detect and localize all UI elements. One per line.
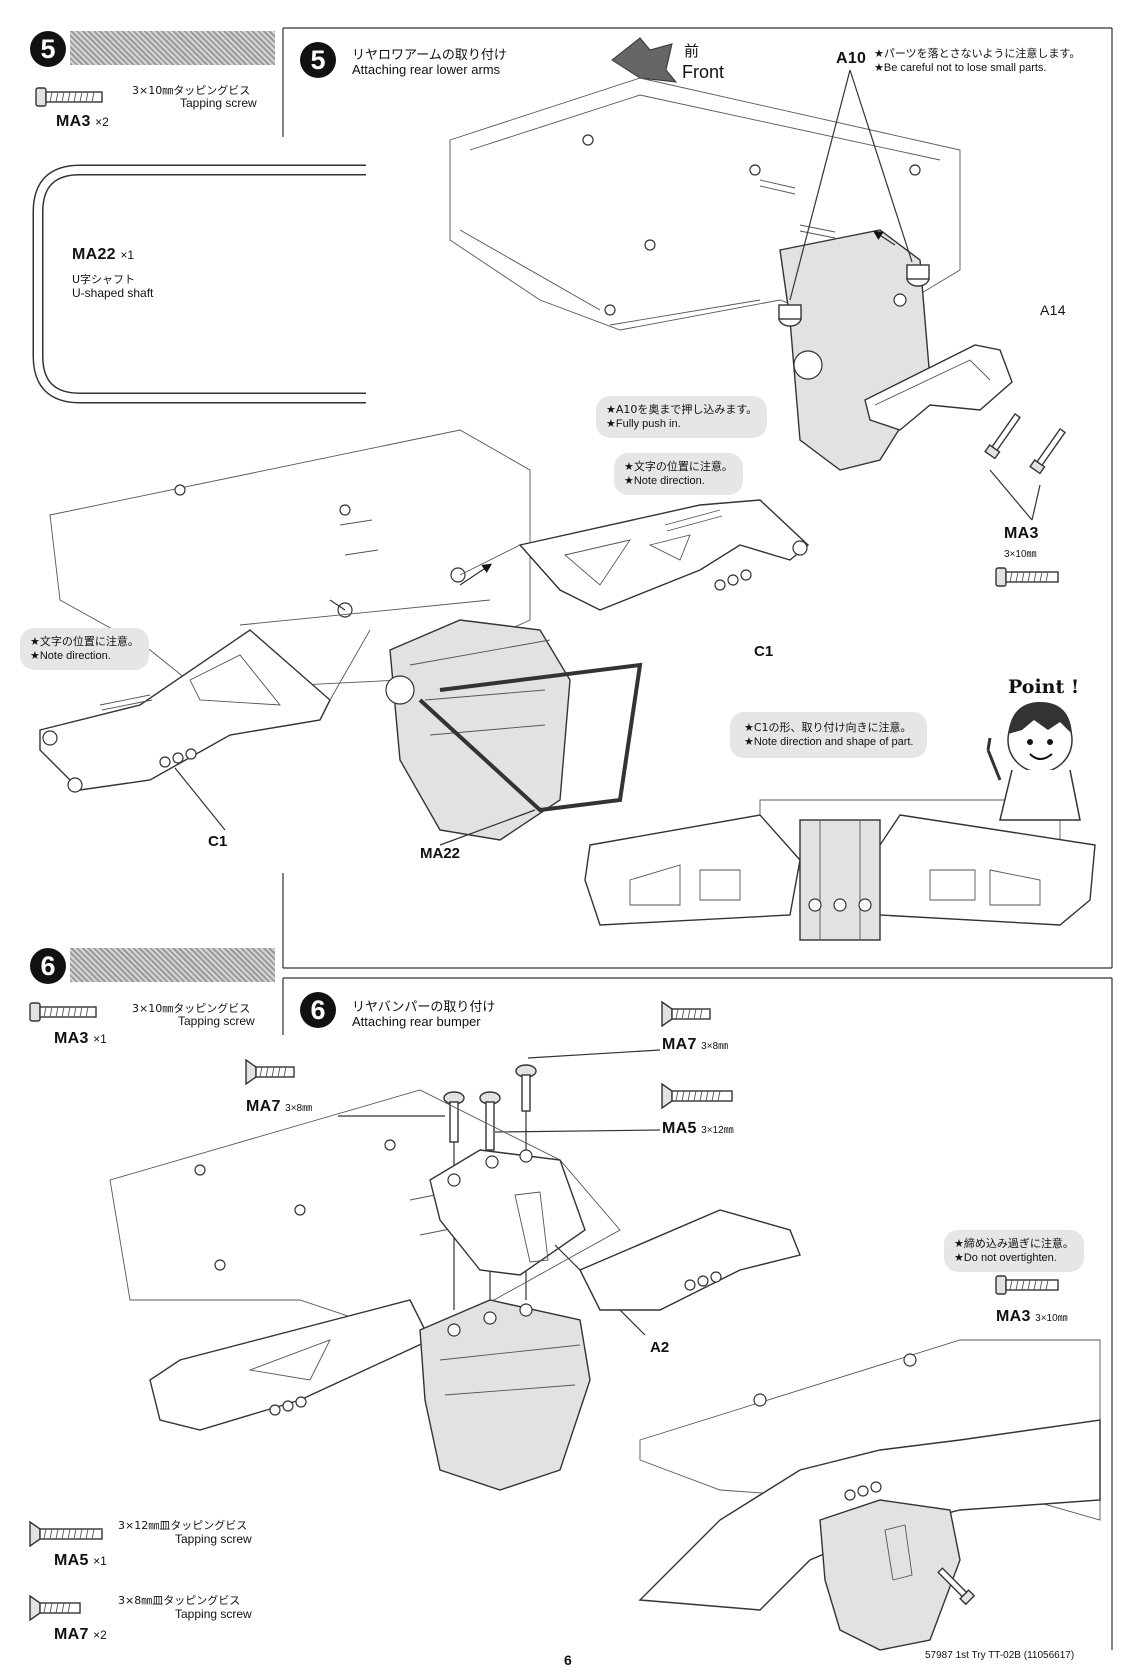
step-5-header-bar: [70, 31, 275, 65]
part-size: 3×10㎜: [1035, 1313, 1068, 1324]
step6-title-jp: リヤバンパーの取り付け: [352, 1000, 496, 1015]
point-label: Point !: [1008, 676, 1080, 698]
step6-ma3-en: Tapping screw: [178, 1014, 255, 1028]
step5-ma3-en: Tapping screw: [180, 96, 257, 110]
step6-ma5-code: MA5 ×1: [54, 1552, 107, 1570]
step5-ma22-code: MA22 ×1: [72, 246, 134, 264]
note-jp: ★締め込み過ぎに注意。: [954, 1237, 1074, 1250]
label-ma7-left: MA7 3×8㎜: [246, 1098, 312, 1116]
step6-ma5-en: Tapping screw: [175, 1532, 252, 1546]
label-ma7-right: MA7 3×8㎜: [662, 1036, 728, 1054]
a10-note-en: ★Be careful not to lose small parts.: [874, 62, 1047, 74]
a10-note-jp: ★パーツを落とさないように注意します。: [874, 47, 1081, 60]
step6-ma5-jp: 3×12㎜皿タッピングビス: [118, 1519, 248, 1532]
part-code: MA7: [54, 1626, 89, 1643]
part-code: MA3: [56, 113, 91, 130]
label-ma3-step6: MA3 3×10㎜: [996, 1308, 1068, 1326]
step6-ma7-jp: 3×8㎜皿タッピングビス: [118, 1594, 241, 1607]
ma3-screw-icon: [29, 1002, 97, 1022]
part-qty: ×1: [93, 1032, 107, 1046]
step-5-title-badge: 5: [300, 42, 336, 78]
note-jp: ★文字の位置に注意。: [30, 635, 139, 648]
note-jp: ★C1の形、取り付け向きに注意。: [744, 721, 912, 734]
label-ma3-size-step5: 3×10㎜: [1004, 549, 1037, 560]
label-ma3-step5: MA3: [1004, 525, 1039, 542]
note-en: ★Note direction and shape of part.: [744, 736, 914, 748]
note-en: ★Fully push in.: [606, 418, 681, 430]
note-jp: ★文字の位置に注意。: [624, 460, 733, 473]
part-code: MA7: [246, 1098, 281, 1115]
label-c1-left: C1: [208, 833, 228, 850]
step5-ma3-jp: 3×10㎜タッピングビス: [132, 84, 251, 97]
ma5-screw-icon: [29, 1520, 103, 1548]
step6-ma3-jp: 3×10㎜タッピングビス: [132, 1002, 251, 1015]
step5-title-jp: リヤロワアームの取り付け: [352, 48, 507, 63]
label-a2: A2: [650, 1339, 670, 1356]
page-number: 6: [564, 1652, 572, 1668]
part-code: MA3: [54, 1030, 89, 1047]
part-size: 3×8㎜: [701, 1041, 729, 1052]
note-jp: ★A10を奥まで押し込みます。: [606, 403, 758, 416]
step5-ma3-code: MA3 ×2: [56, 113, 109, 131]
note-direction-left: ★文字の位置に注意。 ★Note direction.: [20, 628, 149, 670]
part-code: MA3: [996, 1308, 1031, 1325]
part-code: MA22: [72, 246, 116, 263]
note-en: ★Note direction.: [30, 650, 111, 662]
step6-ma7-code: MA7 ×2: [54, 1626, 107, 1644]
note-en: ★Do not overtighten.: [954, 1252, 1057, 1264]
part-size: 3×8㎜: [285, 1103, 313, 1114]
label-ma5: MA5 3×12㎜: [662, 1120, 734, 1138]
label-a14: A14: [1040, 302, 1066, 318]
label-ma22: MA22: [420, 845, 461, 862]
product-code: 57987 1st Try TT-02B (11056617): [925, 1650, 1075, 1661]
front-label-en: Front: [682, 62, 725, 82]
step5-ma22-jp: U字シャフト: [72, 273, 136, 286]
step-5-badge: 5: [30, 31, 66, 67]
note-en: ★Note direction.: [624, 475, 705, 487]
step5-ma22-en: U-shaped shaft: [72, 286, 154, 300]
note-do-not-overtighten: ★締め込み過ぎに注意。 ★Do not overtighten.: [944, 1230, 1084, 1272]
part-qty: ×1: [120, 248, 135, 262]
point-note: ★C1の形、取り付け向きに注意。 ★Note direction and sha…: [730, 712, 928, 758]
part-code: MA5: [662, 1120, 697, 1137]
step6-title-en: Attaching rear bumper: [352, 1014, 481, 1029]
part-size: 3×12㎜: [701, 1125, 734, 1136]
label-a10: A10: [836, 50, 867, 67]
part-code: MA7: [662, 1036, 697, 1053]
part-qty: ×2: [93, 1628, 107, 1642]
step-6-title-badge: 6: [300, 992, 336, 1028]
step-6-header-bar: [70, 948, 275, 982]
step6-ma7-en: Tapping screw: [175, 1607, 252, 1621]
note-direction-right: ★文字の位置に注意。 ★Note direction.: [614, 453, 743, 495]
note-fully-push-in: ★A10を奥まで押し込みます。 ★Fully push in.: [596, 396, 768, 438]
step5-title-en: Attaching rear lower arms: [352, 62, 501, 77]
part-code: MA5: [54, 1552, 89, 1569]
step-6-badge: 6: [30, 948, 66, 984]
label-c1-right: C1: [754, 643, 774, 660]
point-mascot-icon: [986, 702, 1081, 821]
part-qty: ×1: [93, 1554, 107, 1568]
part-qty: ×2: [95, 115, 109, 129]
vertical-screws: [443, 1064, 537, 1151]
step6-ma3-code: MA3 ×1: [54, 1030, 107, 1048]
front-label-jp: 前: [684, 42, 700, 60]
ma7-screw-icon: [29, 1594, 81, 1622]
